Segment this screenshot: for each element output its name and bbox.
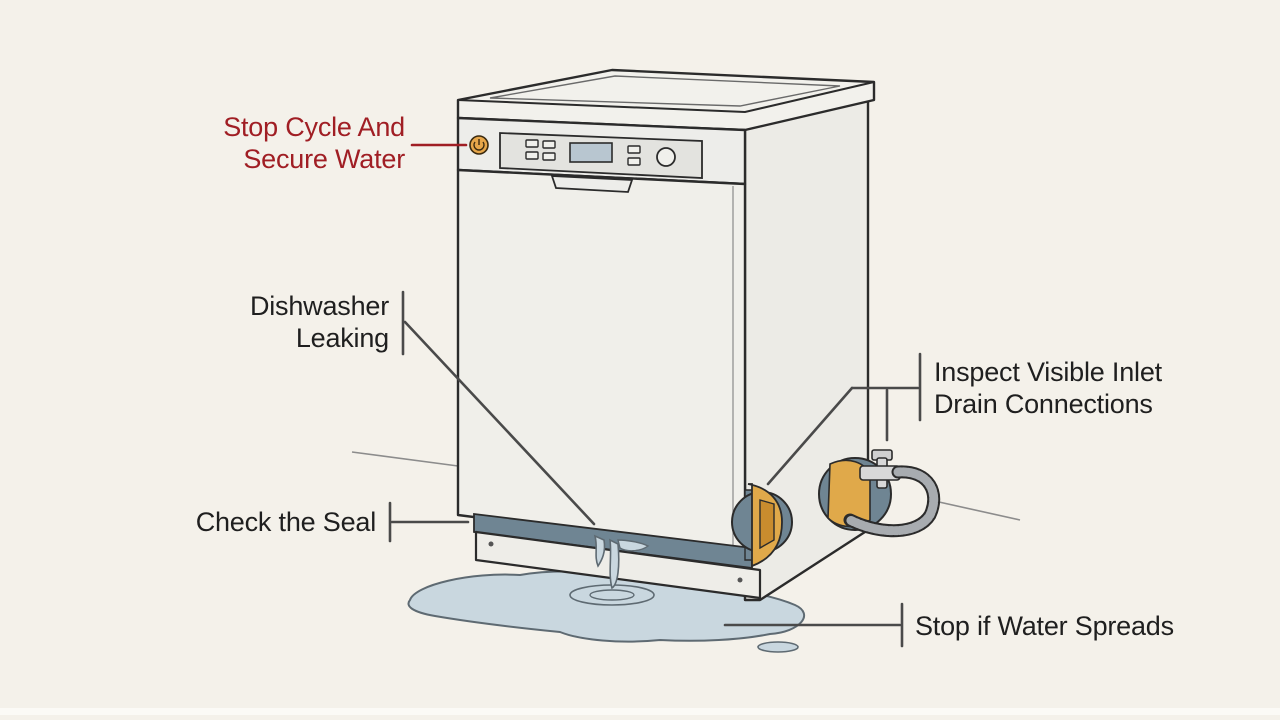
- callout-stop-cycle-line2: Secure Water: [243, 144, 405, 174]
- callout-seal: Check the Seal: [195, 506, 377, 538]
- side-inset-connection: [731, 483, 793, 568]
- water-drip: [593, 534, 650, 590]
- control-panel: [456, 116, 747, 186]
- callout-leaking-line1: Dishwasher: [249, 291, 389, 321]
- callout-leaking-line2: Leaking: [295, 323, 389, 353]
- control-buttons-right: [627, 145, 641, 166]
- power-icon: [469, 135, 489, 155]
- control-knob: [656, 147, 676, 167]
- callout-inspect: Inspect Visible Inlet Drain Connections: [934, 356, 1162, 420]
- water-valve: [859, 449, 901, 489]
- callout-spreads-text: Stop if Water Spreads: [915, 611, 1174, 641]
- bottom-strip: [0, 708, 1280, 715]
- display-screen: [569, 142, 613, 163]
- callout-spreads: Stop if Water Spreads: [915, 610, 1174, 642]
- callout-leaking: Dishwasher Leaking: [250, 290, 389, 354]
- callout-seal-text: Check the Seal: [195, 507, 377, 537]
- floor-lines: [351, 451, 1021, 521]
- dishwasher-door: [456, 168, 747, 554]
- callout-lines: [388, 143, 922, 648]
- callout-stop-cycle-line1: Stop Cycle And: [223, 112, 405, 142]
- callout-inspect-line1: Inspect Visible Inlet: [934, 357, 1162, 387]
- callout-inspect-line2: Drain Connections: [934, 389, 1153, 419]
- drain-hose: [843, 465, 941, 538]
- control-buttons: [525, 139, 556, 161]
- dishwasher-top: [456, 68, 876, 132]
- callout-stop-cycle: Stop Cycle And Secure Water: [223, 111, 405, 175]
